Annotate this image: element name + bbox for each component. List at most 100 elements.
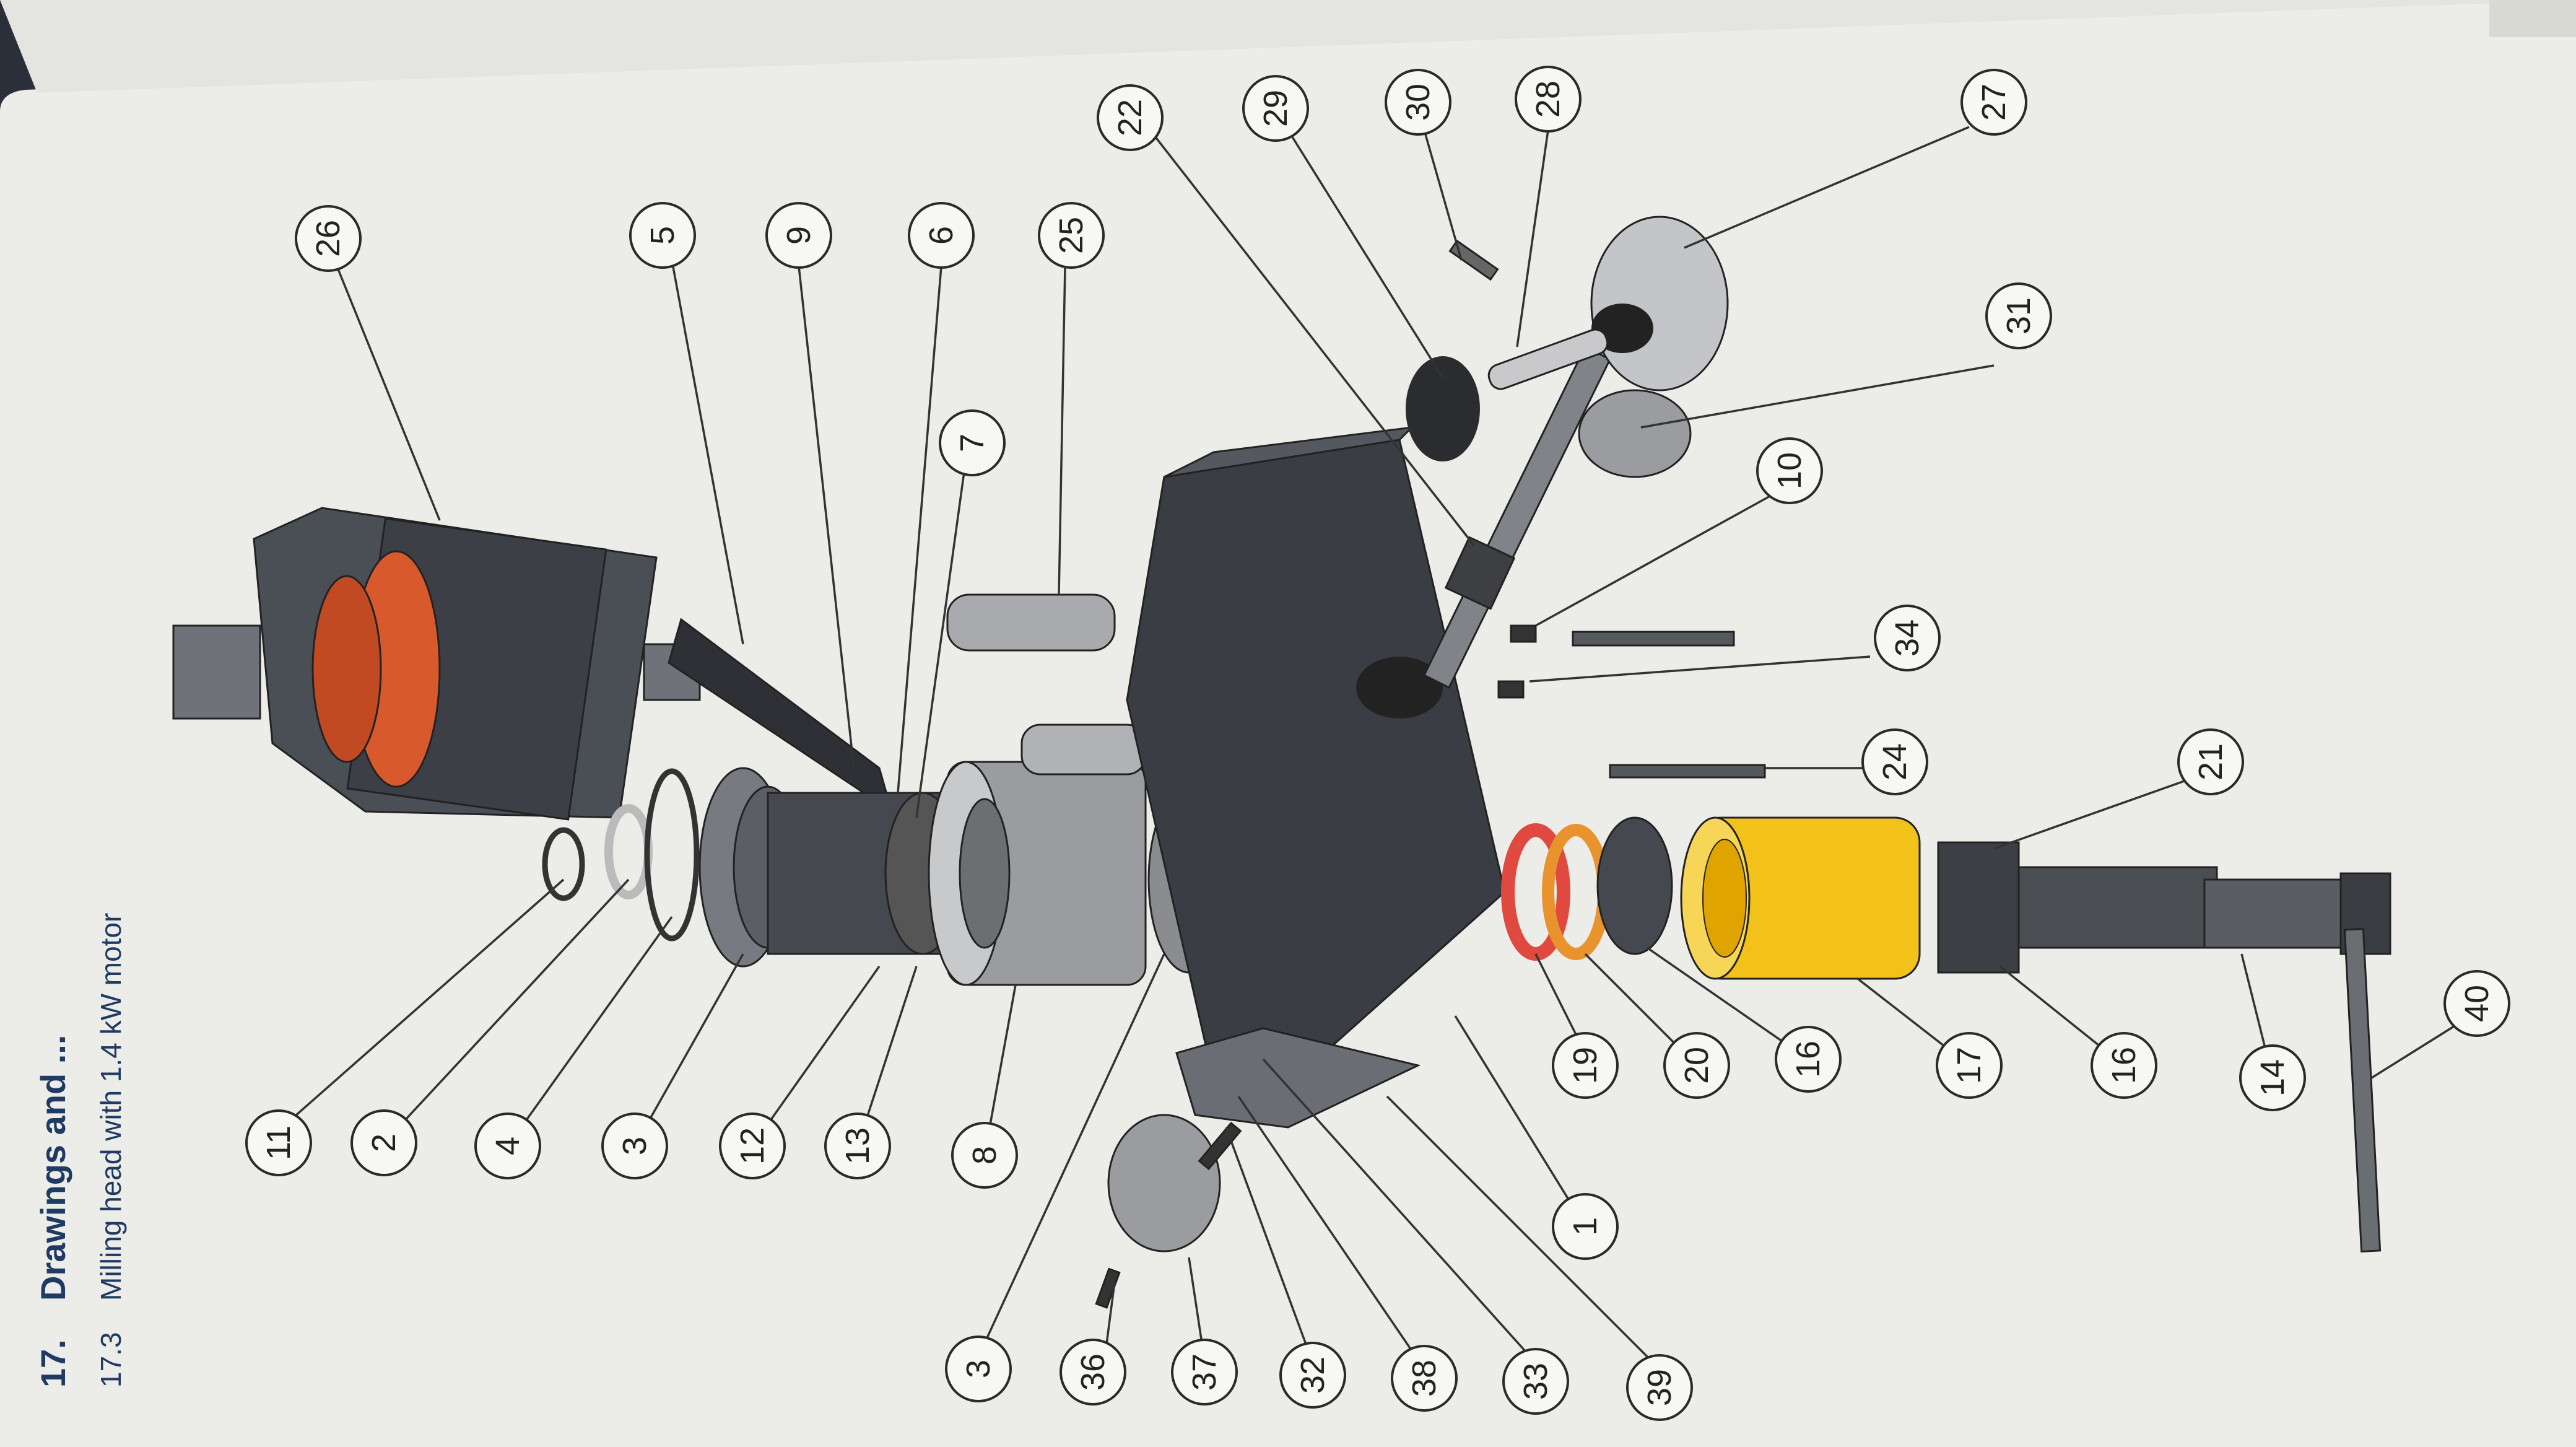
svg-text:7: 7 xyxy=(954,434,991,452)
callout: 2 xyxy=(350,1109,417,1176)
callout: 8 xyxy=(951,1122,1018,1189)
svg-text:11: 11 xyxy=(260,1126,297,1160)
motor xyxy=(172,507,701,821)
callout: 40 xyxy=(2443,970,2510,1037)
callout: 10 xyxy=(1756,437,1823,504)
document-subheading: 17.3 Milling head with 1.4 kW motor xyxy=(95,913,127,1388)
callout: 21 xyxy=(2177,728,2244,795)
callout: 39 xyxy=(1626,1354,1693,1421)
callouts: 1 2 3 3 4 5 6 7 8 9 10 11 12 13 14 16 16… xyxy=(245,66,2510,1421)
nut-10 xyxy=(1510,624,1537,643)
svg-text:20: 20 xyxy=(1678,1047,1715,1084)
subheading-number: 17.3 xyxy=(95,1332,127,1388)
svg-text:32: 32 xyxy=(1294,1357,1331,1394)
page-corner xyxy=(2489,0,2576,37)
svg-text:6: 6 xyxy=(923,226,960,245)
svg-text:2: 2 xyxy=(365,1134,402,1152)
callout: 28 xyxy=(1515,66,1582,133)
callout: 36 xyxy=(1060,1339,1126,1405)
callout: 16 xyxy=(1775,1026,1842,1093)
svg-text:21: 21 xyxy=(2192,743,2229,780)
callout: 12 xyxy=(719,1113,786,1179)
callout: 16 xyxy=(2091,1032,2157,1099)
svg-text:4: 4 xyxy=(489,1137,526,1155)
svg-text:24: 24 xyxy=(1876,743,1913,780)
callout: 26 xyxy=(295,205,362,272)
svg-text:3: 3 xyxy=(616,1137,653,1155)
callout: 7 xyxy=(939,409,1006,476)
callout: 11 xyxy=(245,1109,312,1176)
svg-text:30: 30 xyxy=(1399,84,1437,121)
svg-text:5: 5 xyxy=(644,226,681,245)
svg-text:33: 33 xyxy=(1517,1363,1554,1400)
callout: 1 xyxy=(1552,1193,1619,1260)
callout: 29 xyxy=(1242,75,1309,142)
callout: 25 xyxy=(1038,202,1105,269)
front-cover xyxy=(1095,1027,1421,1309)
callout: 33 xyxy=(1502,1348,1569,1415)
callout: 24 xyxy=(1861,728,1928,795)
callout: 27 xyxy=(1960,69,2027,136)
callout: 13 xyxy=(824,1113,891,1179)
callout: 14 xyxy=(2239,1044,2306,1111)
callout: 30 xyxy=(1385,69,1451,136)
callout: 32 xyxy=(1279,1342,1346,1409)
svg-text:22: 22 xyxy=(1112,99,1149,136)
ring-11 xyxy=(542,827,585,901)
callout: 20 xyxy=(1663,1032,1730,1099)
svg-text:3: 3 xyxy=(960,1360,997,1378)
svg-text:37: 37 xyxy=(1186,1353,1223,1391)
svg-text:38: 38 xyxy=(1406,1360,1443,1397)
callout: 3 xyxy=(945,1336,1012,1402)
svg-text:31: 31 xyxy=(2000,297,2037,334)
spindle xyxy=(1937,841,2391,1253)
spindle-shaft xyxy=(1422,345,1692,689)
svg-text:19: 19 xyxy=(1567,1047,1604,1084)
svg-text:14: 14 xyxy=(2254,1059,2291,1096)
svg-text:28: 28 xyxy=(1530,81,1567,118)
svg-text:29: 29 xyxy=(1257,90,1294,127)
callout: 38 xyxy=(1391,1345,1458,1412)
svg-text:27: 27 xyxy=(1975,84,2012,121)
svg-text:1: 1 xyxy=(1567,1217,1604,1236)
heading-text: Drawings and ... xyxy=(33,1035,72,1301)
callout: 4 xyxy=(474,1113,541,1179)
cylinder-8 xyxy=(928,593,1147,986)
ring-4 xyxy=(644,768,700,942)
heading-number: 17. xyxy=(33,1339,72,1388)
callout: 34 xyxy=(1874,605,1941,671)
svg-text:16: 16 xyxy=(1790,1041,1827,1078)
callout: 22 xyxy=(1097,84,1164,151)
svg-text:34: 34 xyxy=(1889,619,1926,657)
svg-text:25: 25 xyxy=(1053,217,1090,254)
svg-text:26: 26 xyxy=(310,220,347,257)
callout: 3 xyxy=(601,1113,668,1179)
callout: 5 xyxy=(629,202,696,269)
svg-text:10: 10 xyxy=(1771,452,1808,489)
svg-text:9: 9 xyxy=(780,226,817,245)
housing xyxy=(1126,426,1506,1098)
page-top-edge xyxy=(0,0,2576,93)
subheading-text: Milling head with 1.4 kW motor xyxy=(95,913,127,1301)
sleeve-17 xyxy=(1680,816,1921,980)
callout: 19 xyxy=(1552,1032,1619,1099)
svg-text:17: 17 xyxy=(1951,1047,1988,1084)
svg-text:16: 16 xyxy=(2105,1047,2143,1084)
svg-text:12: 12 xyxy=(734,1127,771,1165)
callout: 6 xyxy=(908,202,975,269)
callout: 37 xyxy=(1171,1339,1238,1405)
bolt-34 xyxy=(1572,631,1735,647)
document-heading: 17. Drawings and ... xyxy=(33,1035,72,1388)
svg-text:39: 39 xyxy=(1641,1369,1678,1406)
svg-text:36: 36 xyxy=(1074,1353,1112,1391)
handwheel xyxy=(1406,216,1729,461)
bolt-24 xyxy=(1609,764,1766,779)
nut-24 xyxy=(1497,680,1525,699)
bearing-16a xyxy=(1596,816,1673,955)
callout: 9 xyxy=(765,202,832,269)
svg-text:40: 40 xyxy=(2458,985,2496,1022)
svg-text:13: 13 xyxy=(839,1127,876,1165)
callout: 31 xyxy=(1985,282,2052,349)
callout: 17 xyxy=(1936,1032,2003,1099)
